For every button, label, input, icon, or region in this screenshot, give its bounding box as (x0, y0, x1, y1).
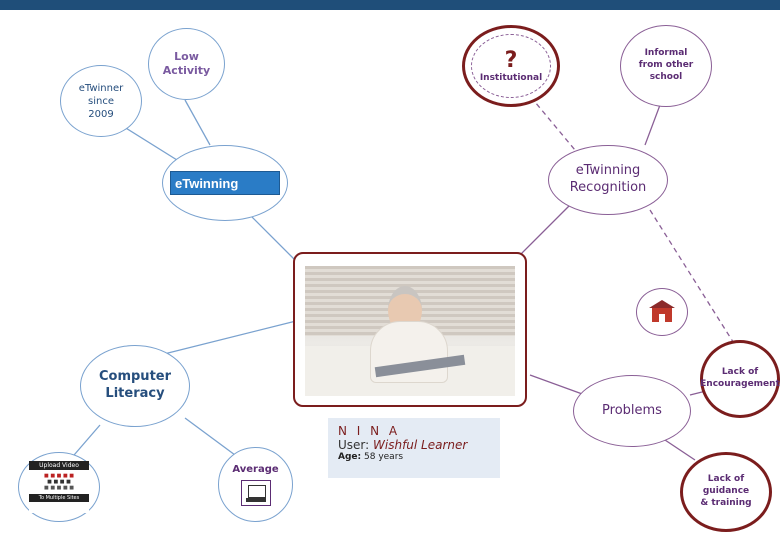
upload-video-label: Upload Video (29, 461, 89, 470)
lack-guidance-node: Lack of guidance & training (680, 452, 772, 532)
computer-literacy-node: Computer Literacy (80, 345, 190, 427)
average-node: Average (218, 447, 293, 522)
persona-age-label: Age: (338, 452, 362, 462)
persona-user-label: User: (338, 438, 370, 452)
upload-video-node: Upload Video ■ ■ ■ ■ ■ ■ ■ ■ ■ ■ ■ ■ ■ ■… (18, 452, 100, 522)
persona-age-line: Age: 58 years (338, 452, 490, 462)
problems-node: Problems (573, 375, 691, 447)
persona-photo (305, 266, 515, 396)
etwinner-since-label: eTwinner since 2009 (78, 82, 124, 120)
school-icon (649, 300, 675, 324)
recognition-node: eTwinning Recognition (548, 145, 668, 215)
persona-name: N I N A (338, 424, 401, 438)
persona-user-value: Wishful Learner (373, 438, 468, 452)
top-bar (0, 0, 780, 10)
lack-encouragement-label: Lack of Encouragement (700, 367, 780, 389)
etwinning-logo-node: eTwinning (162, 145, 288, 221)
average-label: Average (232, 464, 279, 475)
problems-label: Problems (602, 402, 662, 418)
low-activity-node: Low Activity (148, 28, 225, 100)
computer-icon (240, 480, 271, 506)
recognition-label: eTwinning Recognition (569, 163, 647, 195)
persona-infobox: N I N A User: Wishful Learner Age: 58 ye… (328, 418, 500, 478)
informal-label: Informal from other school (638, 48, 694, 82)
computer-literacy-label: Computer Literacy (98, 369, 172, 401)
lack-guidance-label: Lack of guidance & training (700, 474, 752, 508)
low-activity-label: Low Activity (162, 49, 211, 77)
etwinning-logo: eTwinning (170, 171, 280, 195)
etwinner-since-node: eTwinner since 2009 (60, 65, 142, 137)
persona-age-value: 58 years (364, 452, 404, 462)
upload-video-image: Upload Video ■ ■ ■ ■ ■ ■ ■ ■ ■ ■ ■ ■ ■ ■… (29, 461, 89, 513)
institutional-node: ? Institutional (462, 25, 560, 107)
lack-encouragement-node: Lack of Encouragement (700, 340, 780, 418)
informal-node: Informal from other school (620, 25, 712, 107)
school-icon-node (636, 288, 688, 336)
technologies-label: To Multiple Sites (29, 494, 89, 502)
persona-photo-frame (293, 252, 527, 407)
persona-user-line: User: Wishful Learner (338, 438, 490, 452)
etwinning-logo-text: eTwinning (175, 175, 239, 191)
